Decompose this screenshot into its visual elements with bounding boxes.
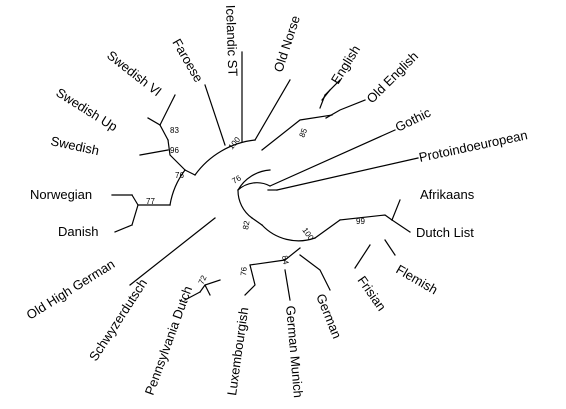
label-old-norse: Old Norse (271, 14, 303, 74)
support-low-franconian: 99 (356, 217, 365, 226)
label-afrikaans: Afrikaans (420, 187, 475, 202)
branch-swedish (139, 149, 169, 156)
label-german-munich: German Munich (283, 305, 306, 398)
label-icelandic-st: Icelandic ST (223, 5, 240, 77)
label-swedish-up: Swedish Up (53, 85, 120, 134)
tree-branches (111, 51, 419, 301)
support-germanic: 76 (231, 173, 244, 186)
branch-luxembourgish (244, 264, 256, 296)
support-scand-core: 76 (175, 171, 184, 180)
branch-dutch-list (391, 219, 411, 233)
branch-english-group (261, 114, 333, 151)
support-swedish-group: 96 (170, 146, 179, 155)
branch-pennsylvania-dutch (204, 284, 211, 296)
label-gothic: Gothic (393, 105, 434, 135)
arc-scand-core (169, 169, 186, 206)
branch-protoindoeuropean (276, 157, 419, 191)
branch-swedish-up-vl (159, 124, 169, 141)
branch-west-core (314, 219, 341, 239)
support-values: 83 96 76 77 100 76 82 76 84 100 99 72 85 (146, 126, 365, 286)
support-schwyzer-penn: 72 (197, 273, 209, 285)
label-english: English (328, 42, 363, 86)
branch-old-english (325, 99, 366, 119)
branch-flemish (384, 239, 396, 256)
support-danish-norwegian: 77 (146, 197, 155, 206)
label-protoindoeuropean: Protoindoeuropean (418, 127, 529, 165)
label-swedish: Swedish (49, 133, 100, 158)
label-norwegian: Norwegian (30, 187, 92, 202)
arc-low-franconian (339, 214, 393, 221)
support-german-pair: 84 (280, 255, 291, 266)
label-swedish-vl: Swedish Vl (104, 48, 164, 99)
branch-swedish-vl (159, 94, 176, 126)
label-flemish: Flemish (394, 262, 441, 298)
branch-west-germanic (251, 217, 263, 226)
branch-english (321, 89, 331, 101)
label-dutch-list: Dutch List (416, 225, 474, 240)
branch-gothic (269, 129, 396, 187)
support-west-core: 100 (300, 226, 315, 243)
arc-germanic-core (237, 169, 271, 219)
arc-dan-nor (131, 194, 139, 226)
arc-inner-root (237, 182, 271, 191)
arc-swedish-group (167, 139, 186, 171)
branch-swedish-up (147, 117, 161, 126)
label-old-high-german: Old High German (24, 256, 118, 322)
label-old-english: Old English (364, 49, 422, 107)
label-danish: Danish (58, 224, 98, 239)
label-pennsylvania-dutch: Pennsylvania Dutch (142, 284, 195, 397)
support-high-german: 76 (239, 266, 249, 276)
branch-danish (114, 224, 133, 233)
label-faroese: Faroese (169, 36, 206, 85)
label-german: German (313, 292, 345, 341)
arc-west (261, 224, 316, 242)
label-frisian: Frisian (355, 273, 390, 314)
label-schwyzerdutsch: Schwyzerdutsch (86, 276, 150, 364)
support-english-old-english: 85 (298, 127, 310, 139)
taxon-labels: Afrikaans Dutch List Flemish Frisian Ger… (24, 5, 529, 399)
support-north-germanic: 100 (227, 135, 243, 151)
support-swedish-up-vl: 83 (170, 126, 179, 135)
arc-high-german (249, 247, 301, 266)
arc-north-germanic (194, 139, 256, 176)
branch-scand-core (184, 169, 196, 176)
branch-german-munich (284, 269, 291, 301)
branch-afrikaans (391, 199, 401, 221)
branch-faroese (204, 84, 226, 146)
branch-frisian (354, 244, 371, 269)
branch-schwyzerdutsch (184, 291, 201, 301)
branch-old-norse (254, 79, 291, 141)
support-west-germanic: 82 (241, 219, 252, 230)
branch-old-high-german (129, 217, 216, 286)
branch-german (299, 254, 331, 291)
label-luxembourgish: Luxembourgish (224, 306, 251, 396)
